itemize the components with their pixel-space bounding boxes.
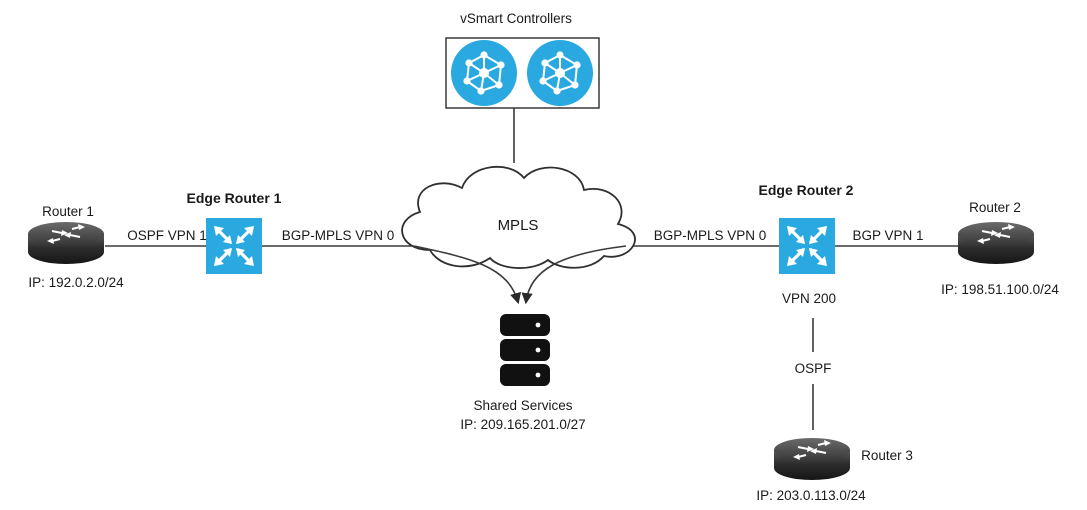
router-icon [773,437,851,481]
arrow-edge1-shared [413,245,521,305]
router1-ip: IP: 192.0.2.0/24 [28,275,124,290]
router2-ip: IP: 198.51.100.0/24 [941,282,1059,297]
router3-ip: IP: 203.0.113.0/24 [756,488,866,503]
controller-icon [450,39,518,107]
arrow-edge2-shared [521,245,627,305]
controller-icon [526,39,594,107]
router2-name: Router 2 [969,200,1021,215]
controllers-label: vSmart Controllers [460,11,572,26]
bgp-vpn1-label: BGP VPN 1 [852,228,923,243]
edge1-vpn0-label: BGP-MPLS VPN 0 [282,228,395,243]
shared-services-ip: IP: 209.165.201.0/27 [460,417,585,432]
router3-name: Router 3 [861,448,913,463]
ospf-vpn1-label: OSPF VPN 1 [127,228,207,243]
edge2-vpn0-label: BGP-MPLS VPN 0 [654,228,767,243]
router-icon [27,221,105,265]
database-icon [500,314,550,386]
edge1-title: Edge Router 1 [187,190,282,206]
vpn200-label: VPN 200 [782,291,836,306]
switch-icon [777,216,837,276]
ospf-label: OSPF [795,361,832,376]
shared-services-name: Shared Services [473,398,572,413]
router1-name: Router 1 [42,204,94,219]
cloud-icon [401,165,636,269]
router-icon [957,221,1035,265]
edge2-title: Edge Router 2 [759,182,854,198]
mpls-label: MPLS [498,217,539,234]
switch-icon [204,216,264,276]
